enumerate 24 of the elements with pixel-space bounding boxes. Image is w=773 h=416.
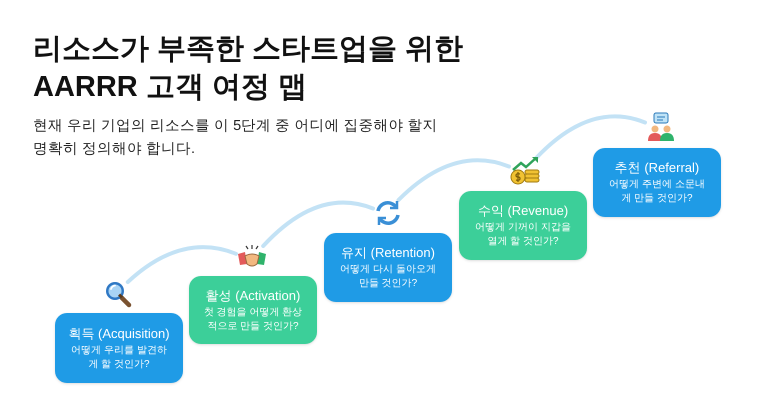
curved-connector [396, 158, 511, 202]
stage-heading: 획득 (Acquisition) [68, 324, 170, 342]
stage-heading: 수익 (Revenue) [478, 202, 568, 219]
stage-question: 어떻게 주변에 소문내게 만들 것인가? [608, 178, 706, 206]
subtitle: 현재 우리 기업의 리소스를 이 5단계 중 어디에 집중해야 할지 명확히 정의해야 합니다. [33, 117, 438, 159]
stage-card [189, 276, 317, 344]
people-chat-icon [645, 112, 677, 142]
curved-connector [126, 245, 238, 284]
stage-question: 첫 경험을 어떻게 환상적으로 만들 것인가? [202, 306, 304, 334]
curved-connector [261, 200, 375, 248]
stage-heading: 활성 (Activation) [206, 286, 300, 304]
stage-card [459, 191, 587, 260]
stage-card [55, 313, 183, 383]
curved-connector [534, 114, 647, 160]
stage-question: 어떻게 기꺼이 지갑을 열게 할 것인가? [474, 221, 572, 249]
coins-growth-icon [509, 156, 541, 186]
magnifier-icon [104, 280, 132, 308]
stage-question: 어떻게 다시 돌아오게 만들 것인가? [339, 263, 437, 291]
stage-card [324, 233, 452, 302]
stage-card [593, 148, 721, 217]
stage-question: 어떻게 우리를 발견하게 할 것인가? [70, 344, 168, 372]
stage-heading: 유지 (Retention) [341, 244, 435, 261]
stage-heading: 추천 (Referral) [614, 159, 700, 176]
title: 리소스가 부족한 스타트업을 위한 AARRR 고객 여정 맵 [33, 32, 464, 105]
